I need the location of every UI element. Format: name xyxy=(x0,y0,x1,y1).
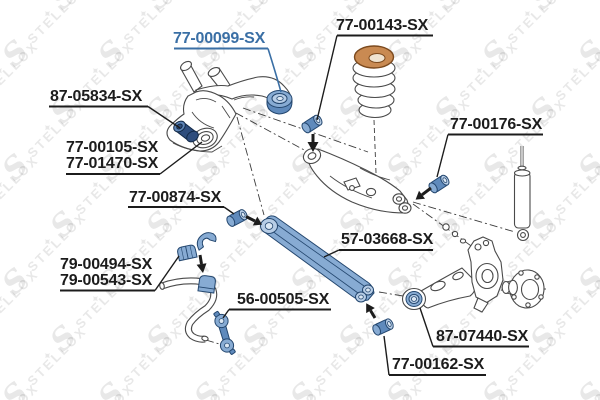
leader-lines xyxy=(147,35,449,376)
coil-spring-drawing xyxy=(352,45,396,119)
part-spring-pad xyxy=(353,45,395,69)
part-label-77-00143-sx: 77-00143-SX xyxy=(336,17,429,34)
wheel-hub-drawing xyxy=(501,269,545,309)
part-stabilizer-bracket-79-00543 xyxy=(196,232,217,251)
part-label-56-00505-sx: 56-00505-SX xyxy=(237,291,330,308)
part-label-77-00874-sx: 77-00874-SX xyxy=(129,189,222,206)
part-control-arm-57-03668 xyxy=(260,215,375,303)
part-stabilizer-bushing-79-00494 xyxy=(177,244,198,262)
part-label-77-00176-sx: 77-00176-SX xyxy=(450,116,543,133)
part-bushing-77-00162 xyxy=(372,318,394,336)
part-subframe-bushing-87-05834 xyxy=(173,120,199,143)
label-underlines xyxy=(49,34,543,376)
part-label-57-03668-sx: 57-03668-SX xyxy=(341,231,434,248)
part-trailing-arm-bushing-87-07440 xyxy=(405,291,423,307)
assembly-arrows xyxy=(196,134,432,319)
part-label-87-05834-sx: 87-05834-SX xyxy=(50,88,143,105)
part-stabilizer-link-56-00505 xyxy=(213,310,236,355)
part-bushing-77-00143 xyxy=(301,114,323,134)
part-stabilizer-clamp-mounted xyxy=(197,275,216,294)
part-label-87-07440-sx: 87-07440-SX xyxy=(436,328,529,345)
stabilizer-bar-drawing xyxy=(159,277,218,343)
part-label-77-00099-sx[interactable]: 77-00099-SX xyxy=(173,30,266,47)
part-subframe-mount-77-00099 xyxy=(266,90,293,115)
part-bushing-77-00176 xyxy=(428,174,450,194)
part-label-77-00105-sx: 77-00105-SX xyxy=(66,139,159,156)
part-label-77-00162-sx: 77-00162-SX xyxy=(392,356,485,373)
part-bushing-77-00874 xyxy=(226,209,248,227)
shock-absorber-drawing xyxy=(513,146,531,242)
part-label-77-01470-sx: 77-01470-SX xyxy=(66,155,159,172)
part-label-79-00543-sx: 79-00543-SX xyxy=(60,272,153,289)
lower-arm-drawing xyxy=(302,147,412,214)
trailing-arm-drawing xyxy=(401,223,504,313)
part-label-79-00494-sx: 79-00494-SX xyxy=(60,256,153,273)
